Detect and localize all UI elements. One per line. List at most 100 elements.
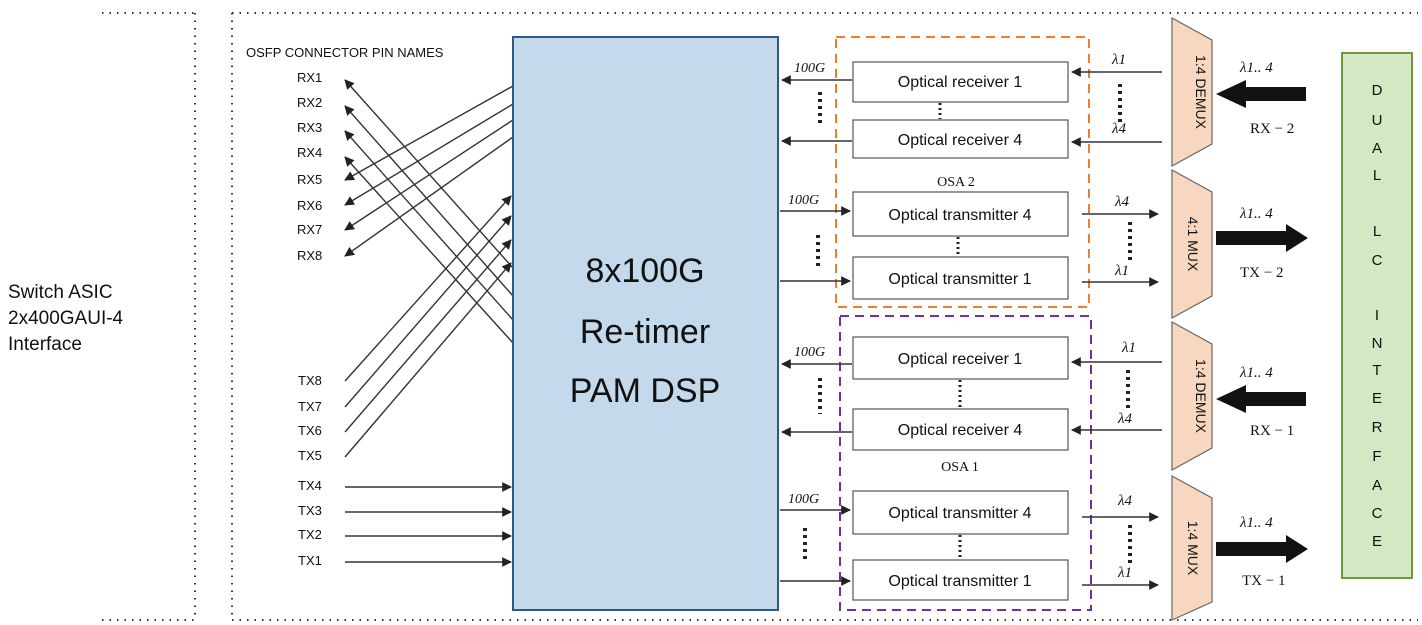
- osa1-transmitter-4-box: [852, 490, 1069, 535]
- osa2-receiver-1-label: Optical receiver 1: [898, 74, 1023, 91]
- thick-arrows: [1216, 80, 1308, 563]
- tx1-label: TX − 1: [1242, 573, 1285, 589]
- lc-letter: A: [1372, 140, 1382, 157]
- osa2-transmitter-1-box: [852, 256, 1069, 300]
- osa1-receiver-4-label: Optical receiver 4: [898, 422, 1023, 439]
- tx1-lambda-range: λ1.. 4: [1239, 515, 1273, 531]
- lc-letter: L: [1373, 167, 1381, 184]
- mux-2: [1171, 168, 1213, 320]
- rx-pin-label: RX4: [297, 145, 322, 160]
- osa2-label: OSA 2: [937, 175, 975, 190]
- lambda-4-label: λ4: [1117, 493, 1132, 509]
- lc-letter: C: [1372, 505, 1383, 522]
- asic-label-line-1: Switch ASIC: [8, 282, 113, 303]
- osa2-receiver-1-box: [852, 61, 1069, 103]
- asic-frame: [102, 12, 196, 621]
- osa1-receiver-4-box: [852, 408, 1069, 451]
- lambda-1-label: λ1: [1114, 263, 1129, 279]
- tx-pin-label: TX1: [298, 553, 322, 568]
- dsp-osa-arrows: [780, 75, 852, 586]
- dsp-label-line-2: Re-timer: [580, 313, 710, 351]
- rx-wires: [344, 79, 514, 344]
- lambda-4-label: λ4: [1111, 121, 1126, 137]
- rx1-label: RX − 1: [1250, 423, 1294, 439]
- connector-title: OSFP CONNECTOR PIN NAMES: [246, 45, 444, 60]
- rate-label: 100G: [794, 345, 825, 360]
- rx-pin-label: RX8: [297, 248, 322, 263]
- rate-label: 100G: [788, 193, 819, 208]
- tx-pin-label: TX8: [298, 373, 322, 388]
- asic-label-line-2: 2x400GAUI-4: [8, 308, 124, 329]
- rx-pin-labels: RX1 RX2 RX3 RX4 RX5 RX6 RX7 RX8: [297, 70, 322, 263]
- osa1-receiver-1-label: Optical receiver 1: [898, 351, 1023, 368]
- tx2-label: TX − 2: [1240, 265, 1283, 281]
- tx-pin-label: TX3: [298, 503, 322, 518]
- lambda-1-label: λ1: [1117, 565, 1132, 581]
- tx-pin-label: TX6: [298, 423, 322, 438]
- module-frame: [231, 12, 1418, 621]
- rate-label: 100G: [794, 61, 825, 76]
- osa2-transmitter-1-label: Optical transmitter 1: [888, 271, 1031, 288]
- rx2-lambda-range: λ1.. 4: [1239, 60, 1273, 76]
- lc-letter: I: [1375, 307, 1379, 324]
- tx2-lambda-range: λ1.. 4: [1239, 206, 1273, 222]
- demux-1: [1171, 320, 1213, 472]
- rx1-lambda-range: λ1.. 4: [1239, 365, 1273, 381]
- lambda-arrows: [1071, 67, 1162, 590]
- demux-2: [1171, 16, 1213, 168]
- lambda-1-label: λ1: [1121, 340, 1136, 356]
- lambda-1-label: λ1: [1111, 52, 1126, 68]
- mux-1: [1171, 474, 1213, 621]
- osa2-receiver-4-label: Optical receiver 4: [898, 132, 1023, 149]
- mux-1-label: 1:4 MUX: [1185, 521, 1201, 576]
- lc-letter: N: [1372, 335, 1383, 352]
- dual-lc-interface: [1341, 52, 1413, 579]
- dsp-label-line-3: PAM DSP: [570, 372, 721, 410]
- tx-pin-label: TX5: [298, 448, 322, 463]
- osa1-transmitter-1-label: Optical transmitter 1: [888, 573, 1031, 590]
- tx-straight-wires: [345, 482, 512, 567]
- osa2-transmitter-4-box: [852, 191, 1069, 237]
- asic-label-line-3: Interface: [8, 334, 82, 355]
- lambda-4-label: λ4: [1114, 194, 1129, 210]
- demux-1-label: 1:4 DEMUX: [1193, 359, 1209, 434]
- osa1-receiver-1-box: [852, 336, 1069, 380]
- lc-letters: D U A L L C I N T E R F A C E: [1372, 82, 1383, 550]
- lc-letter: L: [1373, 223, 1381, 240]
- rx2-label: RX − 2: [1250, 121, 1294, 137]
- lambda-4-label: λ4: [1117, 411, 1132, 427]
- osa2-receiver-4-box: [852, 119, 1069, 159]
- lc-letter: A: [1372, 477, 1382, 494]
- osa1-label: OSA 1: [941, 460, 979, 475]
- rx-pin-label: RX6: [297, 198, 322, 213]
- tx-crossing-wires: [344, 195, 512, 458]
- lc-letter: E: [1372, 390, 1382, 407]
- rx-pin-label: RX1: [297, 70, 322, 85]
- mux-2-label: 4:1 MUX: [1185, 217, 1201, 272]
- dsp-label-line-1: 8x100G: [585, 252, 704, 290]
- tx-pin-label: TX2: [298, 527, 322, 542]
- tx-pin-labels: TX8 TX7 TX6 TX5 TX4 TX3 TX2 TX1: [298, 373, 322, 568]
- osa2-boundary: [835, 36, 1090, 308]
- lc-letter: U: [1372, 112, 1383, 129]
- rx-pin-label: RX2: [297, 95, 322, 110]
- box-ellipsis-dots: [938, 103, 962, 559]
- rx-pin-label: RX7: [297, 222, 322, 237]
- lc-letter: D: [1372, 82, 1383, 99]
- tx-pin-label: TX4: [298, 478, 322, 493]
- rx-pin-label: RX3: [297, 120, 322, 135]
- lc-letter: T: [1372, 362, 1381, 379]
- osa1-boundary: [839, 315, 1092, 611]
- tx-pin-label: TX7: [298, 399, 322, 414]
- demux-2-label: 1:4 DEMUX: [1193, 55, 1209, 130]
- lc-letter: R: [1372, 419, 1383, 436]
- lambda-ellipsis-dots: [1118, 84, 1132, 565]
- osa1-transmitter-1-box: [852, 559, 1069, 601]
- dsp-block: [512, 36, 779, 611]
- lc-letter: F: [1372, 448, 1381, 465]
- lane-ellipsis-dots: [803, 92, 822, 562]
- rx-pin-label: RX5: [297, 172, 322, 187]
- lc-letter: E: [1372, 533, 1382, 550]
- osa1-transmitter-4-label: Optical transmitter 4: [888, 505, 1031, 522]
